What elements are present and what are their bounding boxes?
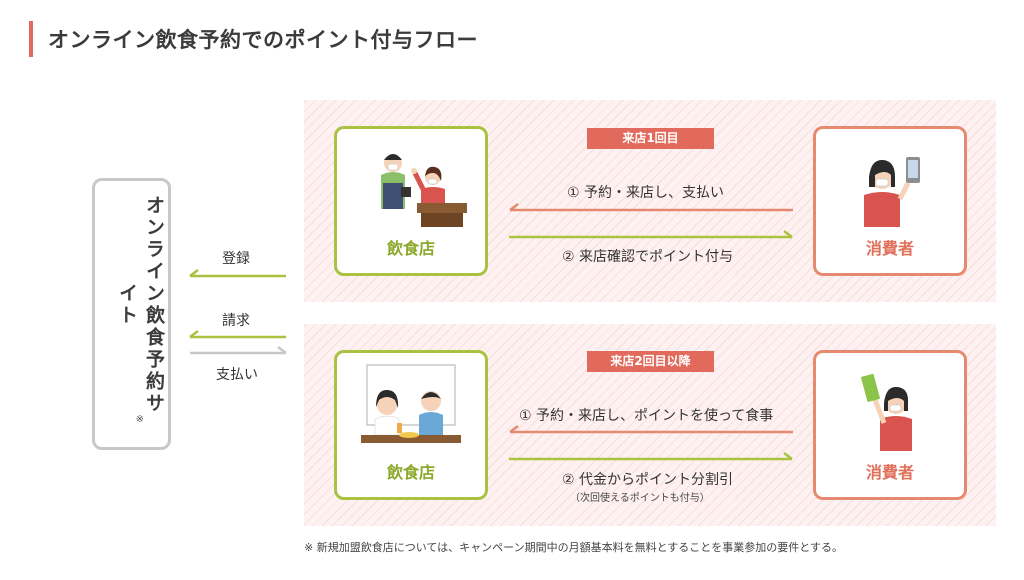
register-arrow xyxy=(189,269,286,278)
register-label: 登録 xyxy=(222,251,250,267)
consumer-label: 消費者 xyxy=(865,239,914,258)
visit2-arrow-right-text: ② 代金からポイント分割引 xyxy=(562,472,734,488)
page-title: オンライン飲食予約でのポイント付与フロー xyxy=(48,28,478,52)
invoice-arrow xyxy=(189,330,286,339)
restaurant-box-visit1: 飲食店 xyxy=(334,126,488,276)
consumer-ticket-illustration xyxy=(861,373,912,451)
consumer-smartphone-illustration xyxy=(864,157,920,227)
payment-label: 支払い xyxy=(216,367,258,383)
consumer-box-visit2: 消費者 xyxy=(813,350,967,500)
visit1-arrow-right-text: ② 来店確認でポイント付与 xyxy=(562,249,734,265)
restaurant-label: 飲食店 xyxy=(386,463,435,482)
visit2-arrow-left-text: ① 予約・来店し、ポイントを使って食事 xyxy=(519,408,774,424)
payment-arrow xyxy=(190,346,287,355)
consumer-box-visit1: 消費者 xyxy=(813,126,967,276)
consumer-label: 消費者 xyxy=(865,463,914,482)
restaurant-label: 飲食店 xyxy=(386,239,435,258)
restaurant-box-visit2: 飲食店 xyxy=(334,350,488,500)
visit1-badge: 来店1回目 xyxy=(587,128,714,149)
title-accent-bar xyxy=(29,21,33,57)
diners-illustration xyxy=(361,364,461,443)
online-reservation-site-box: オンライン飲食予約サイト ※ xyxy=(92,178,171,450)
visit1-arrow-left-text: ① 予約・来店し、支払い xyxy=(567,185,725,201)
visit2-badge: 来店2回目以降 xyxy=(587,351,714,372)
restaurant-staff-illustration xyxy=(381,154,467,227)
site-note-mark: ※ xyxy=(135,414,144,425)
site-label: オンライン飲食予約サイト xyxy=(116,195,165,415)
invoice-label: 請求 xyxy=(222,313,250,329)
footnote: ※ 新規加盟飲食店については、キャンペーン期間中の月額基本料を無料とすることを事… xyxy=(304,541,843,554)
visit2-arrow-right-subtext: （次回使えるポイントも付与） xyxy=(570,493,710,504)
